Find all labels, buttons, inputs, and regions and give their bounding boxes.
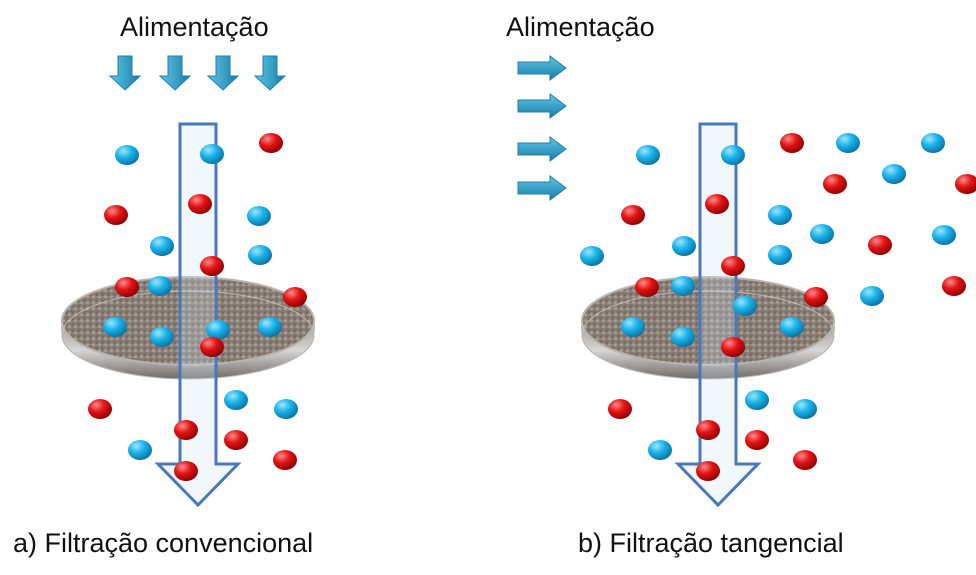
red-particle-46 bbox=[780, 133, 804, 153]
red-particle-57 bbox=[608, 399, 632, 419]
feed-label-b: Alimentação bbox=[506, 12, 655, 42]
feed-arrow-right-1 bbox=[517, 55, 567, 81]
blue-particle-41 bbox=[780, 317, 804, 337]
flow-arrow-b bbox=[674, 122, 762, 508]
blue-particle-5 bbox=[248, 245, 272, 265]
red-particle-56 bbox=[721, 337, 745, 357]
red-particle-58 bbox=[696, 420, 720, 440]
blue-particle-8 bbox=[150, 327, 174, 347]
blue-particle-33 bbox=[932, 225, 956, 245]
feed-arrow-right-3 bbox=[517, 136, 567, 162]
blue-particle-26 bbox=[636, 145, 660, 165]
blue-particle-3 bbox=[247, 206, 271, 226]
blue-particle-40 bbox=[671, 327, 695, 347]
blue-particle-12 bbox=[274, 399, 298, 419]
blue-particle-39 bbox=[621, 317, 645, 337]
feed-arrow-right-2 bbox=[517, 93, 567, 119]
membrane-disc-a-surface bbox=[61, 276, 315, 366]
blue-particle-34 bbox=[580, 246, 604, 266]
blue-particle-13 bbox=[128, 440, 152, 460]
membrane-disc-a-rim bbox=[61, 290, 315, 380]
red-particle-19 bbox=[283, 287, 307, 307]
feed-arrow-down-1 bbox=[108, 55, 142, 91]
blue-particle-45 bbox=[648, 440, 672, 460]
blue-particle-2 bbox=[200, 144, 224, 164]
blue-particle-28 bbox=[836, 133, 860, 153]
red-particle-59 bbox=[745, 430, 769, 450]
blue-particle-42 bbox=[860, 286, 884, 306]
red-particle-48 bbox=[955, 174, 976, 194]
membrane-disc-b-rim bbox=[581, 290, 835, 380]
blue-particle-43 bbox=[745, 390, 769, 410]
feed-arrow-down-3 bbox=[206, 55, 240, 91]
red-particle-23 bbox=[224, 430, 248, 450]
feed-arrow-right-4 bbox=[517, 175, 567, 201]
blue-particle-37 bbox=[671, 276, 695, 296]
blue-particle-29 bbox=[882, 164, 906, 184]
blue-particle-11 bbox=[224, 390, 248, 410]
feed-label-a: Alimentação bbox=[120, 12, 269, 42]
blue-particle-35 bbox=[672, 236, 696, 256]
red-particle-21 bbox=[88, 399, 112, 419]
red-particle-52 bbox=[721, 256, 745, 276]
red-particle-22 bbox=[174, 420, 198, 440]
blue-particle-10 bbox=[258, 317, 282, 337]
blue-particle-4 bbox=[150, 236, 174, 256]
blue-particle-30 bbox=[921, 133, 945, 153]
blue-particle-31 bbox=[768, 205, 792, 225]
red-particle-61 bbox=[696, 461, 720, 481]
red-particle-51 bbox=[868, 235, 892, 255]
red-particle-53 bbox=[635, 277, 659, 297]
red-particle-18 bbox=[115, 277, 139, 297]
red-particle-47 bbox=[823, 174, 847, 194]
red-particle-49 bbox=[621, 205, 645, 225]
blue-particle-32 bbox=[810, 224, 834, 244]
red-particle-55 bbox=[942, 276, 966, 296]
red-particle-20 bbox=[200, 337, 224, 357]
red-particle-15 bbox=[104, 205, 128, 225]
feed-arrow-down-4 bbox=[253, 55, 287, 91]
blue-particle-36 bbox=[768, 245, 792, 265]
feed-arrow-down-2 bbox=[158, 55, 192, 91]
flow-arrow-a bbox=[154, 122, 242, 508]
red-particle-54 bbox=[804, 287, 828, 307]
red-particle-17 bbox=[200, 256, 224, 276]
red-particle-14 bbox=[259, 133, 283, 153]
blue-particle-44 bbox=[793, 399, 817, 419]
caption-tangential: b) Filtração tangencial bbox=[578, 528, 844, 558]
blue-particle-9 bbox=[206, 320, 230, 340]
blue-particle-1 bbox=[115, 145, 139, 165]
blue-particle-38 bbox=[733, 296, 757, 316]
red-particle-24 bbox=[273, 450, 297, 470]
blue-particle-6 bbox=[148, 276, 172, 296]
membrane-disc-b-surface bbox=[581, 276, 835, 366]
red-particle-60 bbox=[793, 450, 817, 470]
membrane-disc-b bbox=[581, 276, 835, 380]
red-particle-50 bbox=[705, 194, 729, 214]
membrane-disc-a bbox=[61, 276, 315, 380]
red-particle-16 bbox=[188, 194, 212, 214]
red-particle-25 bbox=[174, 461, 198, 481]
blue-particle-7 bbox=[103, 317, 127, 337]
caption-conventional: a) Filtração convencional bbox=[13, 528, 314, 558]
blue-particle-27 bbox=[721, 145, 745, 165]
